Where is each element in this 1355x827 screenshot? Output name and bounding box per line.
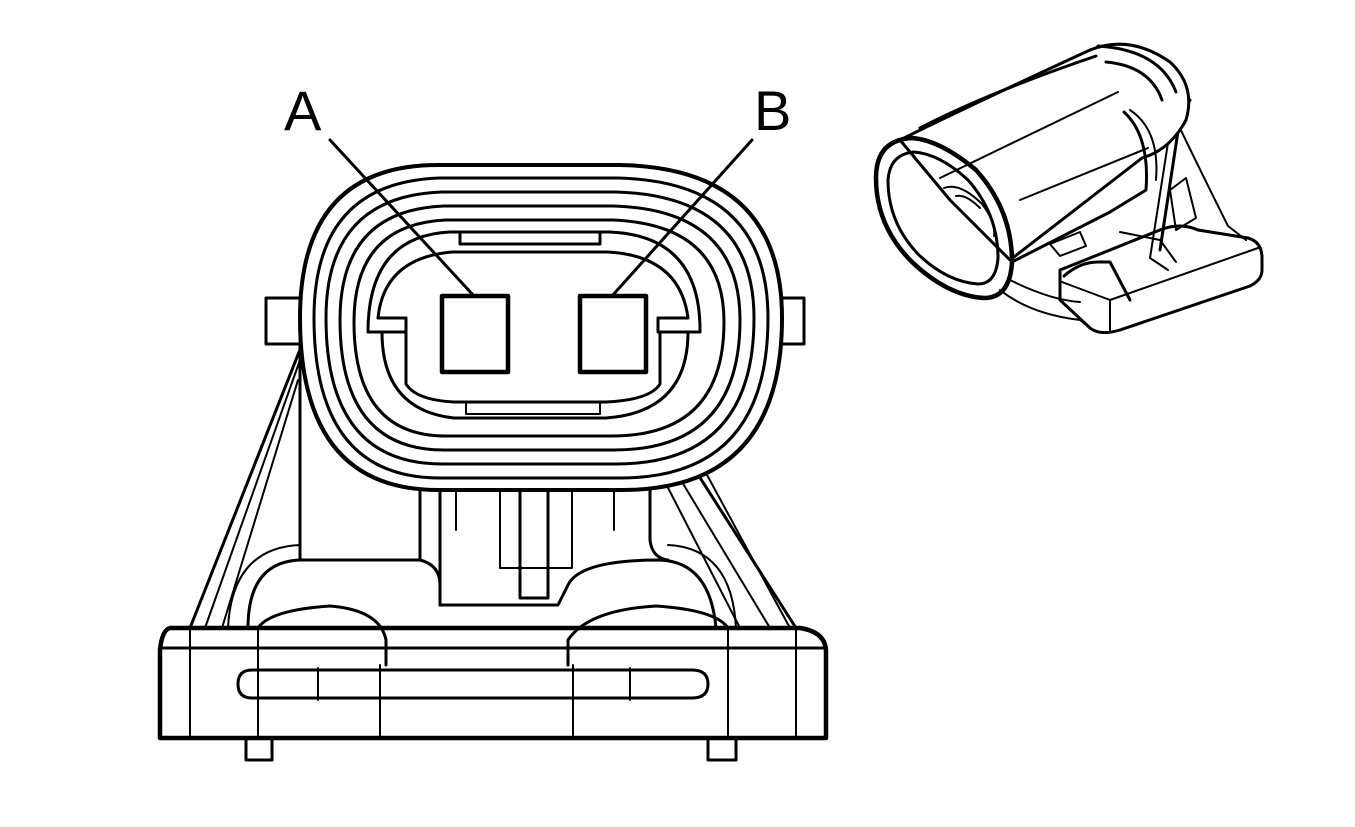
connector-shroud <box>298 163 784 492</box>
connector-isometric-view <box>873 42 1264 335</box>
connector-base <box>157 604 829 762</box>
leader-line-b <box>610 138 754 298</box>
callout-label-b: B <box>754 79 791 142</box>
leader-line-a <box>328 138 476 298</box>
callout-label-a: A <box>284 79 322 142</box>
connector-front-view <box>157 163 829 762</box>
callout-leaders <box>328 138 754 298</box>
